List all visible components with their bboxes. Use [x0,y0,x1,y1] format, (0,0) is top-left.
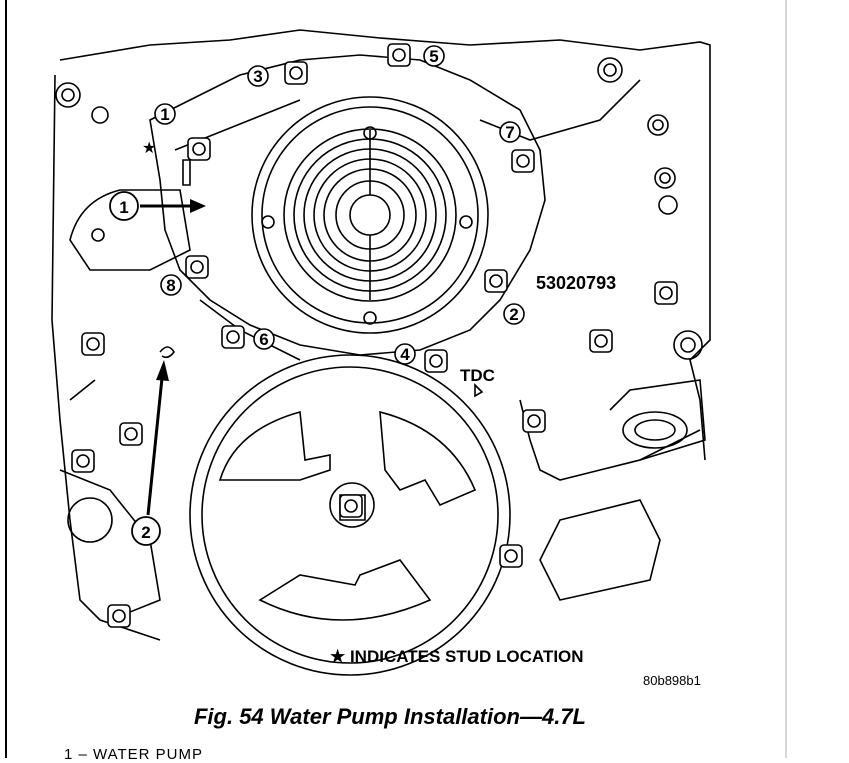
item-callout-1: 1 [109,191,206,221]
bolt-head [654,281,678,305]
svg-text:1: 1 [119,198,128,217]
stud-location-note: ★ INDICATES STUD LOCATION [330,647,584,666]
pump-pulley-outer [251,96,489,334]
bolt-callout-8: 8 [160,274,182,296]
tdc-label: TDC [460,366,495,385]
svg-text:4: 4 [400,345,410,364]
arrow-right-icon [190,199,206,213]
engine-drawing [51,29,711,676]
svg-text:6: 6 [259,330,268,349]
svg-text:2: 2 [509,305,518,324]
figure-caption: Fig. 54 Water Pump Installation—4.7L [193,704,586,729]
bolt-head [484,269,508,293]
bolt-callouts: 3 5 1 7 8 2 6 4 [154,45,525,365]
item-callout-2: 2 [131,360,169,546]
bolt-callout-5: 5 [423,45,445,67]
stud-star-icon: ★ [142,138,156,157]
bolt-callout-2: 2 [503,303,525,325]
bolt-callout-7: 7 [499,121,521,143]
svg-text:1: 1 [160,105,169,124]
bolt-head [511,149,535,173]
bolt-head [424,349,448,373]
bolt-callout-3: 3 [247,65,269,87]
legend-partial-line: 1 – WATER PUMP [64,746,204,763]
bolt-head [589,329,613,353]
bolt-head [339,494,363,518]
bolt-head [187,137,211,161]
bolt-head [499,544,523,568]
svg-text:3: 3 [253,67,262,86]
bolt-callout-6: 6 [253,328,275,350]
svg-text:2: 2 [141,523,150,542]
bolt-head [522,409,546,433]
bolt-head [185,255,209,279]
bolt-head [284,61,308,85]
bolt-head [387,43,411,67]
bolt-head [81,332,105,356]
bolt-head [119,422,143,446]
bolt-callout-1: 1 [154,103,176,125]
part-number-label: 53020793 [536,273,616,293]
bolt-head [107,604,131,628]
crank-damper-outer [189,354,511,676]
bolt-heads [71,43,678,628]
bolt-head [221,325,245,349]
arrow-up-icon [156,360,169,381]
svg-text:8: 8 [166,276,175,295]
svg-text:5: 5 [429,47,438,66]
illustration-reference-code: 80b898b1 [643,673,701,688]
bolt-head [71,449,95,473]
bolt-callout-4: 4 [394,343,416,365]
svg-text:7: 7 [505,123,514,142]
